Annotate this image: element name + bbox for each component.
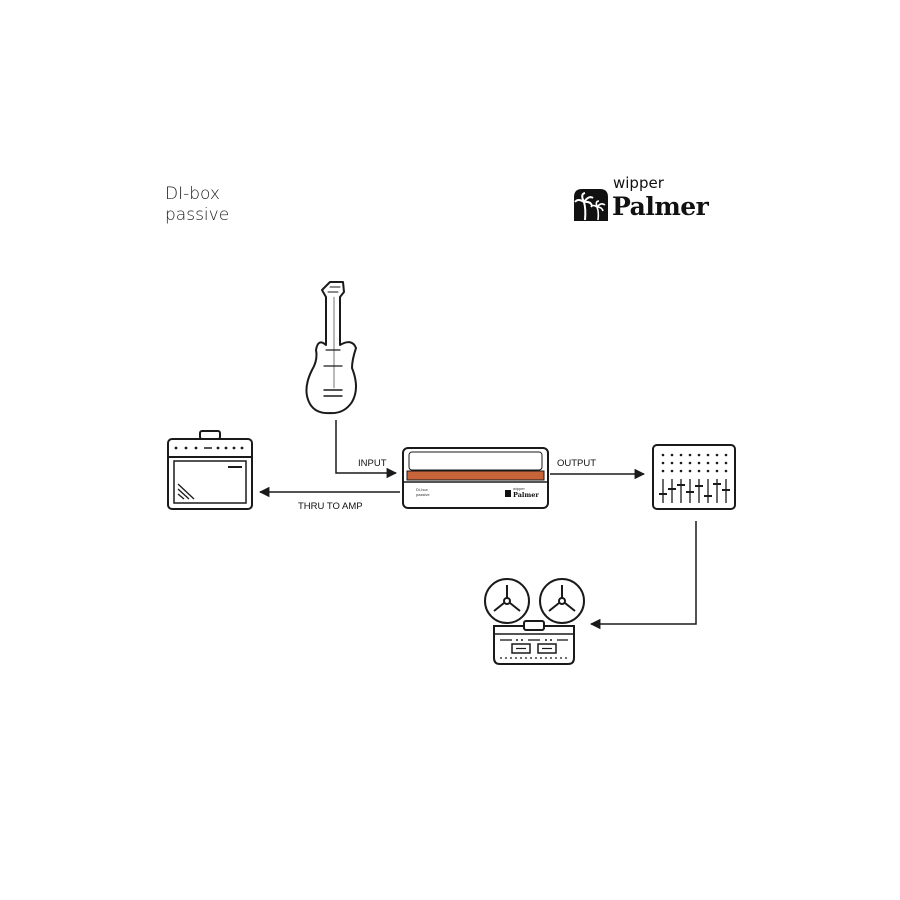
device-palm-icon: [505, 490, 511, 497]
output-label: OUTPUT: [557, 458, 596, 469]
mixer-to-recorder-cable: [589, 521, 697, 630]
amplifier-icon: [167, 430, 253, 510]
mixer-icon: [652, 444, 736, 510]
input-cable: [335, 420, 398, 479]
title-line-1: DI-box: [165, 184, 220, 204]
brand-logo: wipper Palmer: [572, 172, 732, 224]
device-brand-name: Palmer: [513, 491, 539, 499]
brand-name: Palmer: [612, 192, 709, 221]
guitar-icon: [305, 281, 357, 415]
title-line-2: passive: [165, 205, 230, 225]
input-label: INPUT: [358, 458, 387, 469]
thru-label: THRU TO AMP: [298, 501, 363, 512]
device-brand-sub: wipper: [513, 486, 525, 491]
device-label-2: passive: [416, 492, 430, 497]
di-box-device: DI-box passive wipper Palmer: [402, 447, 549, 509]
palm-logo-icon: [574, 189, 608, 221]
tape-recorder-icon: [484, 578, 585, 665]
brand-sub: wipper: [613, 174, 664, 192]
diagram-title: DI-box passive: [165, 184, 229, 226]
device-label-1: DI-box: [416, 487, 428, 492]
